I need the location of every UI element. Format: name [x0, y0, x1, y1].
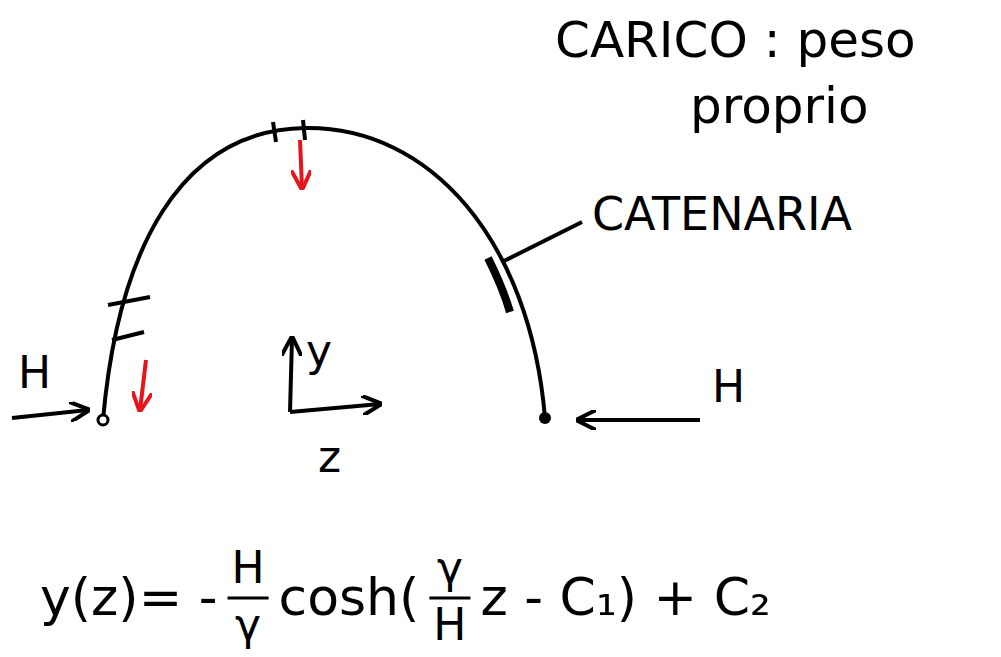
fraction-denominator: γ — [235, 600, 261, 651]
tick-mark — [303, 120, 305, 140]
load-note: proprio — [690, 78, 869, 136]
axis-label: z — [318, 432, 341, 483]
thrust-arrow — [12, 410, 88, 418]
load-arrow — [300, 140, 302, 188]
z-axis — [290, 404, 380, 412]
tick-mark — [112, 332, 144, 340]
hinge-right — [539, 412, 551, 424]
fraction-denominator: H — [433, 600, 466, 651]
axis-label: y — [306, 326, 332, 377]
tick-mark — [108, 297, 150, 305]
thick-segment — [488, 258, 510, 312]
y-axis — [290, 338, 292, 412]
tick-mark — [273, 122, 276, 142]
thrust-label: H — [712, 362, 745, 413]
load-note: CARICO : peso — [555, 12, 916, 70]
catenary-curve — [103, 128, 545, 420]
hinge-left — [98, 415, 108, 425]
thrust-arrow — [578, 418, 700, 422]
formula-part: y(z)= - — [40, 568, 218, 628]
formula-part: z - C₁) + C₂ — [480, 568, 770, 628]
fraction-numerator: γ — [437, 543, 463, 594]
fraction-numerator: H — [232, 543, 265, 594]
leader-line — [502, 222, 582, 262]
curve-name: CATENARIA — [592, 188, 852, 241]
thrust-label: H — [18, 348, 51, 399]
load-arrow — [140, 360, 146, 410]
formula-part: cosh( — [279, 568, 420, 628]
